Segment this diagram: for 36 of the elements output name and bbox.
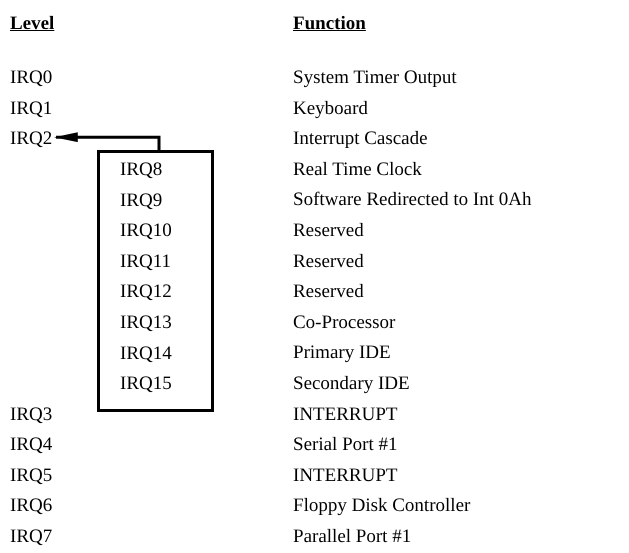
function-label: Floppy Disk Controller bbox=[293, 494, 470, 518]
function-label: Primary IDE bbox=[293, 341, 391, 366]
irq-level-label: IRQ9 bbox=[120, 188, 162, 213]
irq-level-label: IRQ14 bbox=[120, 342, 172, 366]
irq-level-label: IRQ0 bbox=[10, 66, 52, 90]
irq-level-label: IRQ11 bbox=[120, 250, 172, 274]
irq-level-label: IRQ6 bbox=[10, 494, 52, 518]
function-label: Reserved bbox=[293, 280, 364, 304]
function-label: Interrupt Cascade bbox=[293, 127, 428, 152]
function-label: Reserved bbox=[293, 219, 364, 243]
irq-level-label: IRQ1 bbox=[10, 96, 52, 121]
irq-level-label: IRQ13 bbox=[120, 311, 172, 335]
arrow bbox=[54, 132, 160, 150]
function-label: System Timer Output bbox=[293, 66, 457, 90]
function-label: Secondary IDE bbox=[293, 372, 410, 396]
irq-level-text: IRQ2 bbox=[10, 128, 52, 150]
column-header: Level bbox=[10, 12, 54, 36]
irq-level-label: IRQ4 bbox=[10, 433, 52, 458]
function-label: Software Redirected to Int 0Ah bbox=[293, 188, 532, 212]
function-label: Co-Processor bbox=[293, 310, 396, 335]
function-label: Parallel Port #1 bbox=[293, 525, 412, 549]
irq-level-label: IRQ10 bbox=[120, 219, 172, 244]
function-label: Serial Port #1 bbox=[293, 433, 398, 458]
irq-level-label: IRQ8 bbox=[120, 158, 162, 182]
function-label: INTERRUPT bbox=[293, 464, 398, 488]
function-label: INTERRUPT bbox=[293, 402, 398, 427]
column-header: Function bbox=[293, 12, 366, 36]
irq-level-label: IRQ3 bbox=[10, 402, 52, 427]
irq-level-label: IRQ12 bbox=[120, 280, 172, 304]
function-label: Real Time Clock bbox=[293, 158, 422, 182]
function-label: Keyboard bbox=[293, 96, 368, 121]
irq-level-label: IRQ7 bbox=[10, 525, 52, 549]
irq-level-label: IRQ15 bbox=[120, 372, 172, 396]
irq-level-label: IRQ5 bbox=[10, 464, 52, 488]
cascade-group-box bbox=[97, 150, 214, 412]
function-label: Reserved bbox=[293, 250, 364, 274]
